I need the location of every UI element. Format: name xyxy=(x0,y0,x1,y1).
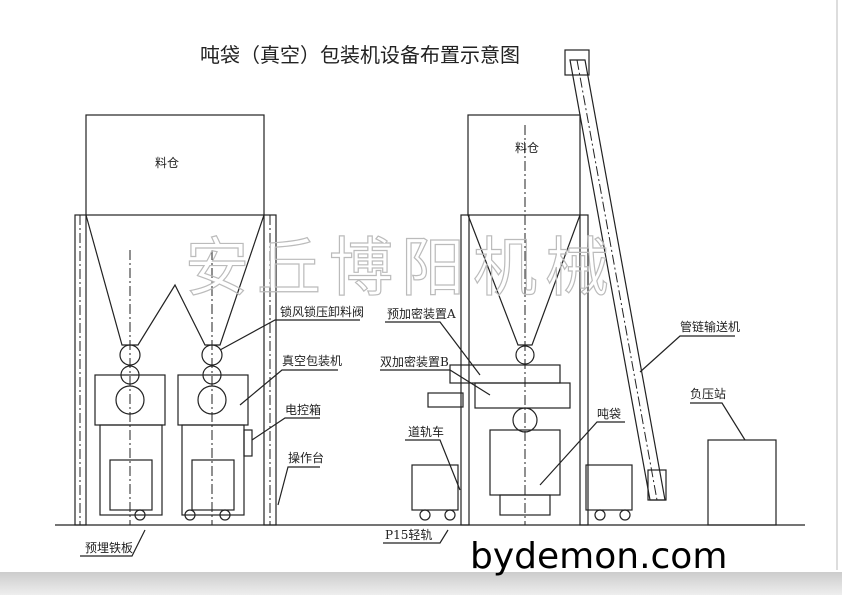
bottom-strip xyxy=(0,572,842,595)
label-negative-pressure-station: 负压站 xyxy=(690,387,726,401)
label-vacuum-packer: 真空包装机 xyxy=(282,354,342,368)
label-control-box: 电控箱 xyxy=(285,402,321,417)
site-watermark: bydemon.com xyxy=(470,536,727,577)
left-silo xyxy=(85,114,265,216)
drawing-frame xyxy=(836,0,838,570)
rail-cart xyxy=(585,464,633,511)
drawing-title: 吨袋（真空）包装机设备布置示意图 xyxy=(200,43,520,67)
label-rail-cart: 道轨车 xyxy=(408,424,444,439)
control-box xyxy=(243,429,253,457)
company-watermark: 安丘博阳机械 xyxy=(185,232,617,306)
label-rail: P15轻轨 xyxy=(385,528,432,542)
left-column xyxy=(74,214,87,526)
vacuum-packer xyxy=(177,374,249,426)
negative-pressure-station xyxy=(707,439,777,526)
label-embedded-plate: 预埋铁板 xyxy=(85,541,133,555)
ton-bag xyxy=(499,494,551,516)
double-densify-device xyxy=(474,382,571,409)
label-pre-densify-a: 预加密装置A xyxy=(387,306,456,321)
right-station xyxy=(411,49,777,526)
label-conveyor: 管链输送机 xyxy=(680,319,740,334)
label-valve: 锁风锁压卸料阀 xyxy=(280,304,364,319)
left-station xyxy=(74,114,277,526)
label-operating-platform: 操作台 xyxy=(288,450,324,465)
label-ton-bag: 吨袋 xyxy=(597,407,621,421)
left-hopper xyxy=(85,214,265,346)
label-silo-left: 料仓 xyxy=(155,156,179,170)
label-double-densify-b: 双加密装置B xyxy=(380,354,449,369)
rail-cart xyxy=(411,464,459,511)
label-silo-right: 料仓 xyxy=(515,141,539,155)
right-silo xyxy=(467,114,581,216)
